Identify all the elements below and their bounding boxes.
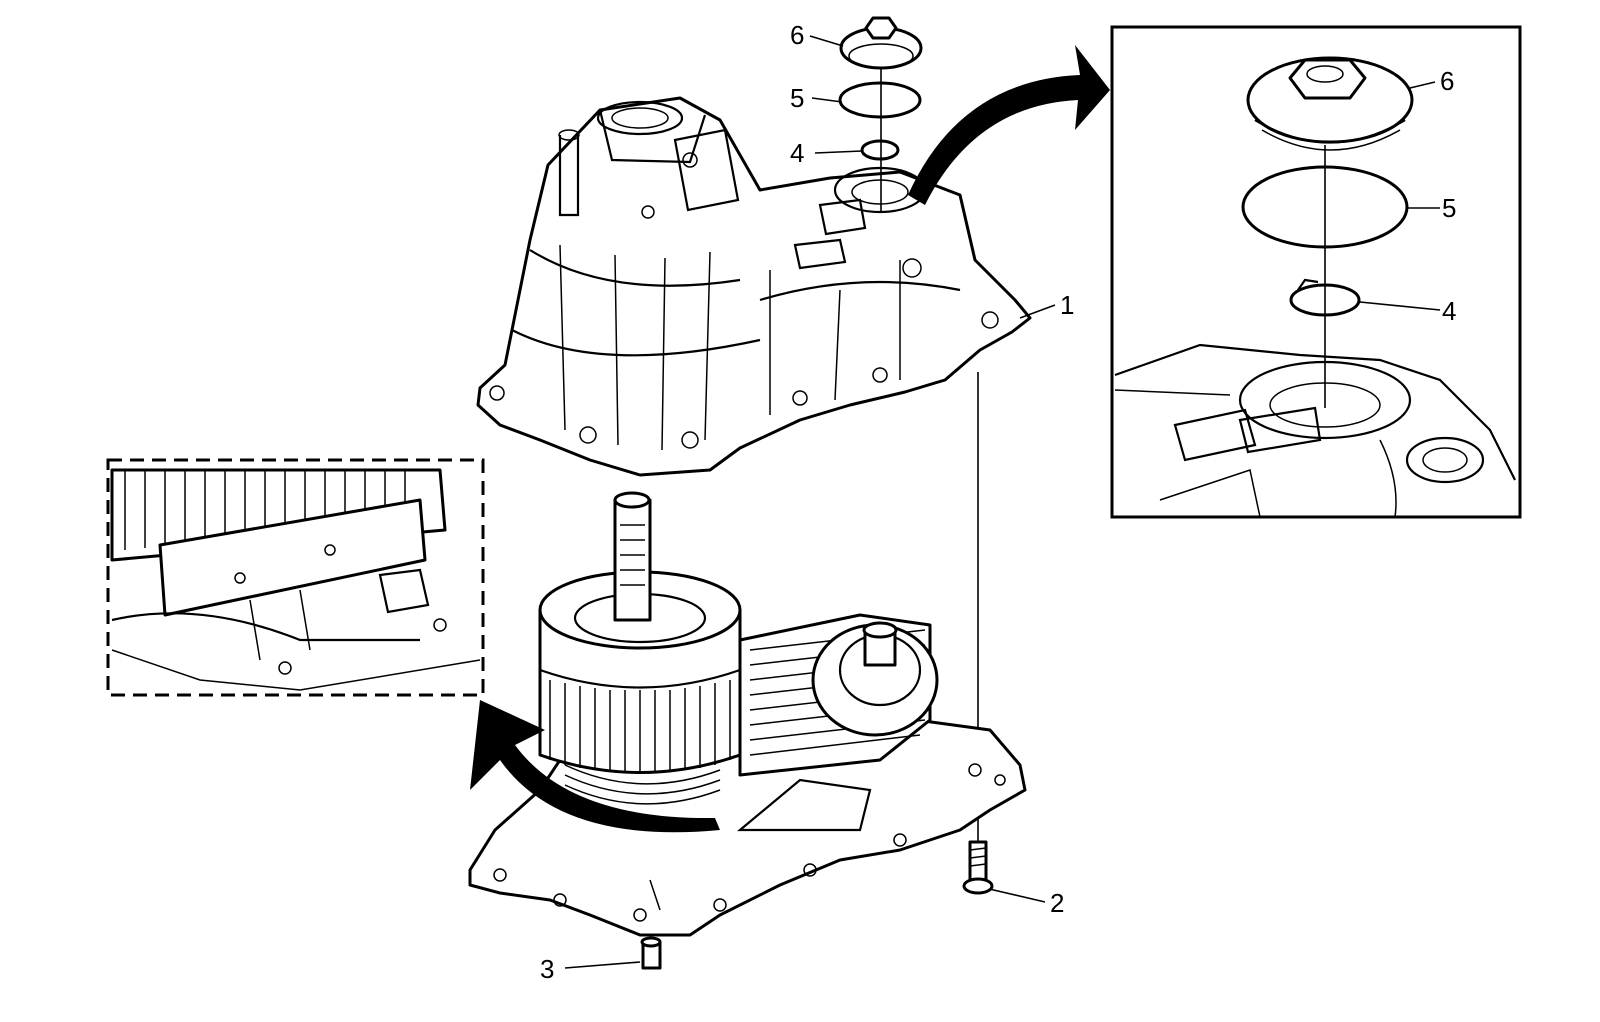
leader-3: [564, 961, 641, 969]
leader-6: [809, 35, 844, 47]
leader-1: [1019, 304, 1056, 319]
leader-2: [984, 887, 1046, 903]
retaining-ring: [860, 139, 900, 161]
callout-3: 3: [540, 954, 554, 984]
leader-4: [814, 150, 863, 154]
dowel-pin: [640, 936, 662, 970]
detail-inset-chain: [106, 458, 485, 697]
callout-4: 4: [790, 138, 804, 168]
curved-arrow-to-chain-detail: [470, 700, 720, 833]
inset-callout-4: 4: [1442, 296, 1456, 326]
fill-plug: [839, 16, 923, 70]
drive-chain-and-sprockets: [538, 491, 939, 805]
callout-5: 5: [790, 83, 804, 113]
bolt: [962, 840, 994, 895]
inset-callout-6: 6: [1440, 66, 1454, 96]
detail-inset-plug: [1110, 25, 1522, 519]
transfer-case-housing: [476, 96, 1032, 477]
callout-1: 1: [1060, 290, 1074, 320]
curved-arrow-to-detail: [908, 45, 1110, 205]
o-ring-seal: [838, 81, 922, 119]
inset-callout-5: 5: [1442, 193, 1456, 223]
callout-6: 6: [790, 20, 804, 50]
leader-5: [811, 97, 843, 103]
callout-2: 2: [1050, 888, 1064, 918]
